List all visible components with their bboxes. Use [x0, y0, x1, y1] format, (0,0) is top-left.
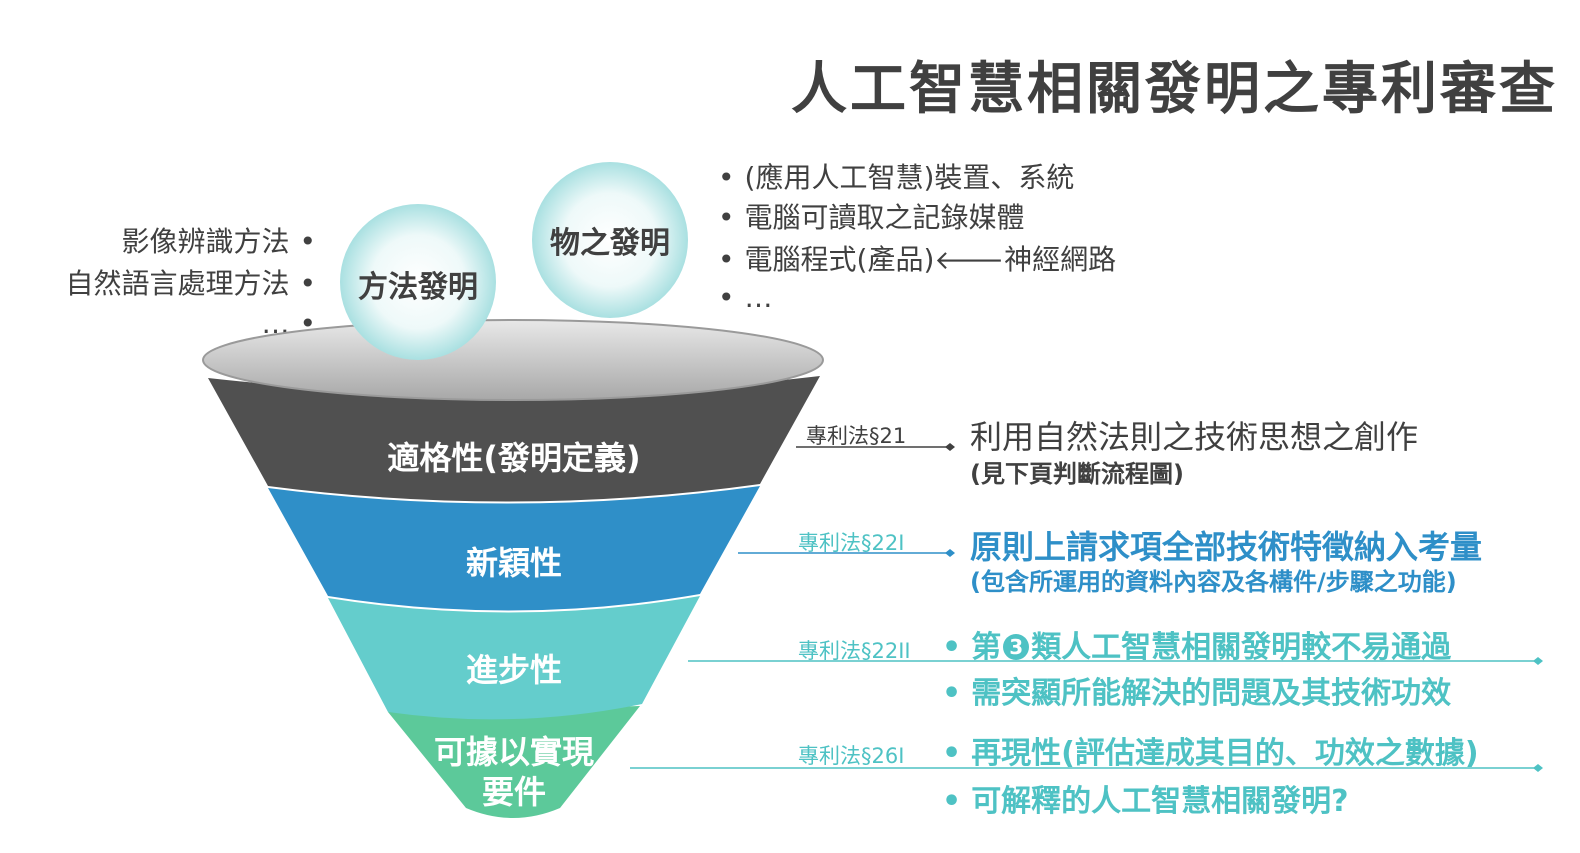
bullet-icon: • — [718, 243, 735, 276]
stage-shape-novelty — [268, 486, 760, 611]
law-ref-inventive: 專利法§22II — [798, 639, 911, 663]
bullet-icon: • — [942, 784, 962, 819]
inventive-desc-2: • 需突顯所能解決的問題及其技術功效 — [942, 668, 1451, 712]
stage-label-line: 可據以實現 — [433, 733, 595, 771]
page-title: 人工智慧相關發明之專利審查 — [791, 57, 1558, 122]
bullet-icon: • — [942, 736, 962, 771]
bullet-icon: • — [299, 267, 316, 300]
method-item-2: 自然語言處理方法 • — [65, 270, 326, 298]
stage-shape-inventive-step — [328, 596, 700, 720]
object-bubble — [532, 162, 688, 318]
funnel-rim — [202, 319, 824, 401]
bullet-icon: • — [942, 630, 962, 665]
enablement-desc-text: 可解釋的人工智慧相關發明? — [971, 784, 1349, 819]
law-ref-enablement: 專利法§26I — [798, 744, 905, 768]
object-bubble-label: 物之發明 — [550, 226, 670, 261]
bullet-icon: • — [299, 225, 316, 258]
connector-dot — [1533, 764, 1543, 772]
inventive-desc-prefix: 第 — [971, 630, 1002, 665]
connector-dot — [1533, 657, 1543, 665]
object-item-label: 電腦程式(產品) — [744, 243, 935, 276]
object-item-label: … — [744, 281, 773, 314]
stage-label-eligibility: 適格性(發明定義) — [387, 439, 641, 477]
novelty-desc: 原則上請求項全部技術特徵納入考量 — [970, 528, 1483, 566]
method-item-label: 影像辨識方法 — [121, 225, 290, 258]
object-item-1: • (應用人工智慧)裝置、系統 — [708, 164, 1074, 192]
enablement-desc-1: • 再現性(評估達成其目的、功效之數據) — [942, 728, 1479, 772]
stage-shape-eligibility — [208, 376, 820, 502]
method-item-1: 影像辨識方法 • — [121, 228, 326, 256]
enablement-desc-2: • 可解釋的人工智慧相關發明? — [942, 776, 1349, 820]
bullet-icon: • — [718, 281, 735, 314]
novelty-desc-sub: (包含所運用的資料內容及各構件/步驟之功能) — [970, 568, 1457, 596]
arrow-left-icon: 🡐 — [934, 246, 1005, 276]
stage-label-inventive-step: 進步性 — [465, 651, 563, 689]
eligibility-desc: 利用自然法則之技術思想之創作 — [970, 418, 1419, 456]
number-badge-icon: 3 — [1003, 634, 1030, 660]
eligibility-desc-sub: (見下頁判斷流程圖) — [970, 460, 1184, 488]
stage-label-line: 要件 — [481, 773, 547, 811]
law-ref-eligibility: 專利法§21 — [806, 424, 907, 448]
object-item-label: (應用人工智慧)裝置、系統 — [744, 161, 1075, 194]
bullet-icon: • — [718, 161, 735, 194]
object-item-4: •… — [708, 284, 773, 312]
enablement-desc-text: 再現性(評估達成其目的、功效之數據) — [971, 736, 1479, 771]
bullet-icon: • — [718, 201, 735, 234]
method-bubble — [340, 204, 496, 360]
object-item-2: • 電腦可讀取之記錄媒體 — [708, 204, 1025, 232]
bullet-icon: • — [942, 676, 962, 711]
stage-label-novelty: 新穎性 — [465, 544, 563, 582]
stage-label-enablement: 可據以實現 要件 — [434, 732, 594, 812]
connector-dot — [945, 443, 955, 451]
law-ref-novelty: 專利法§22I — [798, 531, 905, 555]
neural-network-label: 神經網路 — [1004, 243, 1117, 276]
connector-dot — [945, 549, 955, 557]
inventive-desc-text: 需突顯所能解決的問題及其技術功效 — [971, 676, 1452, 711]
inventive-desc-suffix: 類人工智慧相關發明較不易通過 — [1031, 630, 1452, 665]
object-item-label: 電腦可讀取之記錄媒體 — [744, 201, 1025, 234]
method-bubble-label: 方法發明 — [358, 270, 478, 305]
method-item-label: 自然語言處理方法 — [65, 267, 290, 300]
object-item-3: • 電腦程式(產品)🡐神經網路 — [708, 243, 1117, 276]
stage-shape-enablement — [388, 706, 640, 818]
